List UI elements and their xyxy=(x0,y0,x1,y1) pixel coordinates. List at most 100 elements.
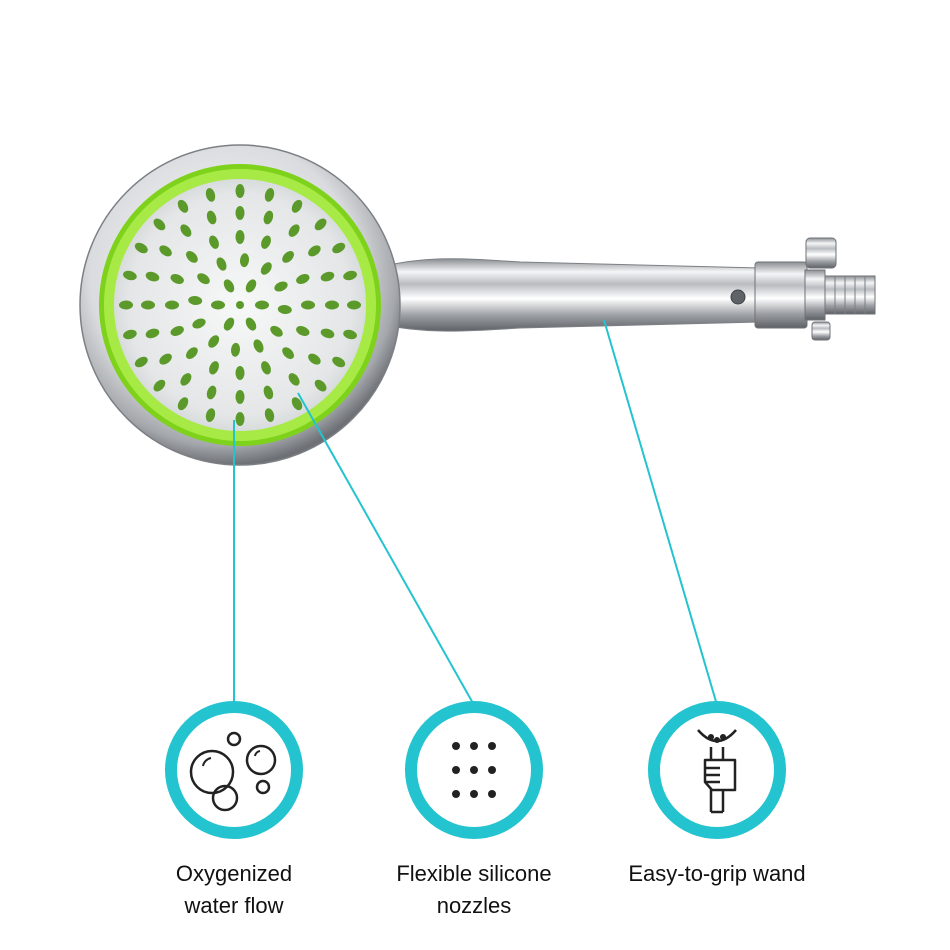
feature-badge-grip xyxy=(648,701,786,839)
nozzle xyxy=(205,188,216,202)
nozzle xyxy=(134,356,148,368)
caption-line: Easy-to-grip wand xyxy=(628,861,806,886)
nozzle-dot xyxy=(452,742,460,750)
nozzle xyxy=(235,366,245,380)
nozzle xyxy=(216,257,227,271)
nozzle xyxy=(264,188,275,202)
nozzle xyxy=(159,245,172,257)
nozzle xyxy=(230,342,241,357)
nozzle xyxy=(264,408,275,422)
nozzle xyxy=(186,347,198,359)
nozzle xyxy=(245,317,257,331)
caption-line: Flexible silicone xyxy=(396,861,552,886)
nozzle xyxy=(296,326,310,336)
nozzle xyxy=(235,390,245,404)
nozzle xyxy=(188,295,203,306)
nozzle xyxy=(211,300,225,310)
nozzle xyxy=(291,397,303,411)
nozzle xyxy=(123,270,137,281)
nozzle xyxy=(282,251,294,263)
caption-line: nozzles xyxy=(436,893,512,918)
nozzle xyxy=(253,339,264,353)
caption-grip: Easy-to-grip wand xyxy=(602,858,832,890)
nozzle xyxy=(274,281,288,292)
nozzle xyxy=(308,245,321,257)
nozzle-dot xyxy=(488,790,496,798)
nozzle-dot xyxy=(452,790,460,798)
nozzle xyxy=(288,224,300,237)
nozzle xyxy=(170,274,184,284)
nozzle-dot xyxy=(470,742,478,750)
nozzle xyxy=(209,235,219,249)
nozzle xyxy=(282,347,294,359)
nozzle xyxy=(239,253,250,268)
nozzle-grid-icon xyxy=(452,742,496,798)
nozzle xyxy=(223,317,235,331)
nozzle xyxy=(261,361,271,375)
nozzle xyxy=(192,318,206,329)
nozzle xyxy=(145,271,160,282)
nozzle xyxy=(208,335,220,348)
nozzle xyxy=(236,301,244,309)
hand-grip-icon xyxy=(697,729,737,814)
nozzle xyxy=(209,361,219,375)
nozzle xyxy=(206,210,217,225)
nozzle xyxy=(165,300,179,310)
caption-line: Oxygenized xyxy=(175,861,293,886)
nozzle xyxy=(320,271,335,282)
nozzle xyxy=(314,218,327,231)
nozzle xyxy=(314,379,327,392)
nozzle xyxy=(343,270,357,281)
nozzle xyxy=(263,385,274,400)
nozzle xyxy=(145,328,160,339)
feature-badge-oxygenized xyxy=(165,701,303,839)
nozzle-pattern xyxy=(119,184,361,426)
nozzle xyxy=(197,273,210,285)
nozzle xyxy=(235,412,245,426)
nozzle xyxy=(141,300,155,310)
nozzle xyxy=(263,210,274,225)
nozzle xyxy=(296,274,310,284)
nozzle xyxy=(325,300,339,310)
nozzle xyxy=(301,300,315,310)
nozzle xyxy=(205,408,216,422)
nozzle xyxy=(123,329,137,340)
nozzle xyxy=(343,329,357,340)
nozzle xyxy=(347,300,361,310)
nozzle xyxy=(332,356,346,368)
nozzle xyxy=(291,199,303,213)
nozzle xyxy=(119,300,133,310)
caption-oxygenized: Oxygenized water flow xyxy=(134,858,334,922)
nozzle xyxy=(245,279,257,293)
caption-silicone: Flexible silicone nozzles xyxy=(364,858,584,922)
nozzle xyxy=(153,379,166,392)
callout-lines xyxy=(233,319,718,706)
nozzle xyxy=(159,353,172,365)
nozzle xyxy=(255,300,269,310)
nozzle xyxy=(180,373,192,386)
nozzle xyxy=(261,235,271,249)
nozzle xyxy=(320,328,335,339)
nozzle xyxy=(153,218,166,231)
nozzle-dot xyxy=(470,766,478,774)
callout-line-silicone xyxy=(297,392,475,706)
nozzle xyxy=(235,184,245,198)
nozzle xyxy=(235,230,245,244)
threaded-connector xyxy=(824,275,876,315)
nozzle xyxy=(332,242,346,254)
nozzle-dot xyxy=(452,766,460,774)
nozzle xyxy=(186,251,198,263)
nozzle xyxy=(277,304,292,315)
nozzle xyxy=(177,199,189,213)
nozzle xyxy=(260,262,272,275)
nozzle xyxy=(288,373,300,386)
nozzle xyxy=(170,326,184,336)
shower-head xyxy=(79,144,401,466)
shower-wand xyxy=(369,237,876,341)
nozzle xyxy=(177,397,189,411)
feature-badge-silicone xyxy=(405,701,543,839)
caption-line: water flow xyxy=(184,893,284,918)
bubbles-icon xyxy=(189,731,277,812)
callout-line-grip xyxy=(603,319,718,706)
